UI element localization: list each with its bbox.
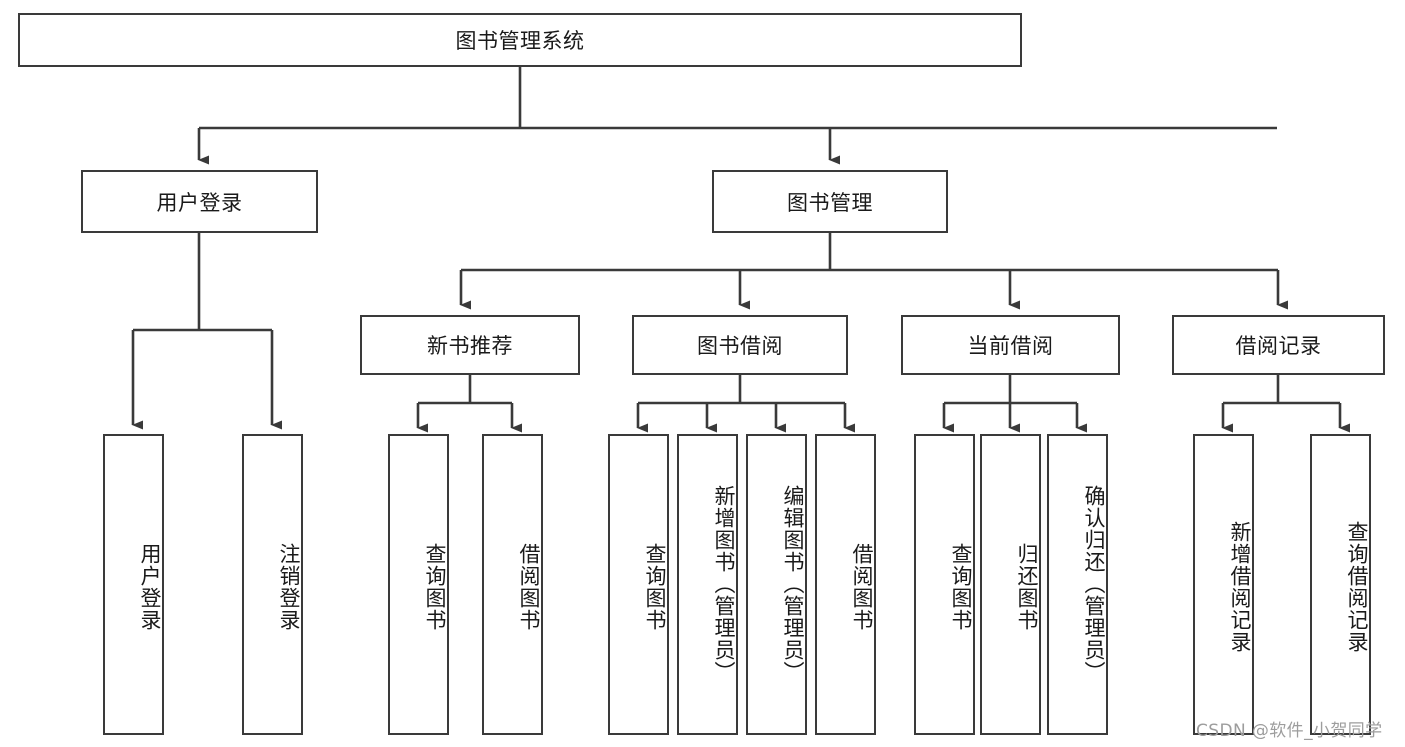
node-label: 借阅记录 xyxy=(1235,334,1322,358)
node-leaf-user-login[interactable]: 用户登录 xyxy=(103,434,164,735)
node-leaf-return-book[interactable]: 归还图书 xyxy=(980,434,1041,735)
node-label: 查询图书 xyxy=(423,542,447,631)
node-label: 新书推荐 xyxy=(427,334,513,358)
node-label: 图书借阅 xyxy=(697,334,783,358)
node-label: 查询借阅记录 xyxy=(1345,520,1369,653)
node-book-management-system[interactable]: 图书管理系统 xyxy=(18,13,1022,67)
node-label: 图书管理 xyxy=(787,190,873,215)
node-leaf-query-book-1[interactable]: 查询图书 xyxy=(388,434,449,735)
node-leaf-logout-login[interactable]: 注销登录 xyxy=(242,434,303,735)
node-label: 图书管理系统 xyxy=(455,29,585,53)
node-borrow-record[interactable]: 借阅记录 xyxy=(1172,315,1385,375)
node-leaf-query-record[interactable]: 查询借阅记录 xyxy=(1310,434,1371,735)
node-label: 新增借阅记录 xyxy=(1228,520,1252,653)
node-leaf-add-record[interactable]: 新增借阅记录 xyxy=(1193,434,1254,735)
node-label: 用户登录 xyxy=(138,542,162,631)
node-label: 借阅图书 xyxy=(850,542,874,631)
node-book-management[interactable]: 图书管理 xyxy=(712,170,948,233)
node-label: 归还图书 xyxy=(1015,542,1039,631)
csdn-watermark: CSDN @软件_小贺同学 xyxy=(1196,721,1383,741)
node-label: 编辑图书（管理员） xyxy=(781,484,805,683)
node-user-login[interactable]: 用户登录 xyxy=(81,170,318,233)
node-current-borrow[interactable]: 当前借阅 xyxy=(901,315,1120,375)
node-leaf-edit-book[interactable]: 编辑图书（管理员） xyxy=(746,434,807,735)
node-new-book-recommend[interactable]: 新书推荐 xyxy=(360,315,580,375)
node-label: 当前借阅 xyxy=(967,334,1054,358)
node-label: 查询图书 xyxy=(949,542,973,631)
node-label: 确认归还（管理员） xyxy=(1082,484,1106,683)
node-label: 注销登录 xyxy=(277,542,301,631)
node-leaf-confirm-return[interactable]: 确认归还（管理员） xyxy=(1047,434,1108,735)
node-leaf-borrow-book-1[interactable]: 借阅图书 xyxy=(482,434,543,735)
node-label: 新增图书（管理员） xyxy=(712,484,736,683)
node-leaf-add-book[interactable]: 新增图书（管理员） xyxy=(677,434,738,735)
node-leaf-query-book-2[interactable]: 查询图书 xyxy=(608,434,669,735)
node-leaf-borrow-book-2[interactable]: 借阅图书 xyxy=(815,434,876,735)
node-label: 借阅图书 xyxy=(517,542,541,631)
node-book-borrow[interactable]: 图书借阅 xyxy=(632,315,848,375)
node-label: 查询图书 xyxy=(643,542,667,631)
node-leaf-query-book-3[interactable]: 查询图书 xyxy=(914,434,975,735)
node-label: 用户登录 xyxy=(156,190,243,215)
